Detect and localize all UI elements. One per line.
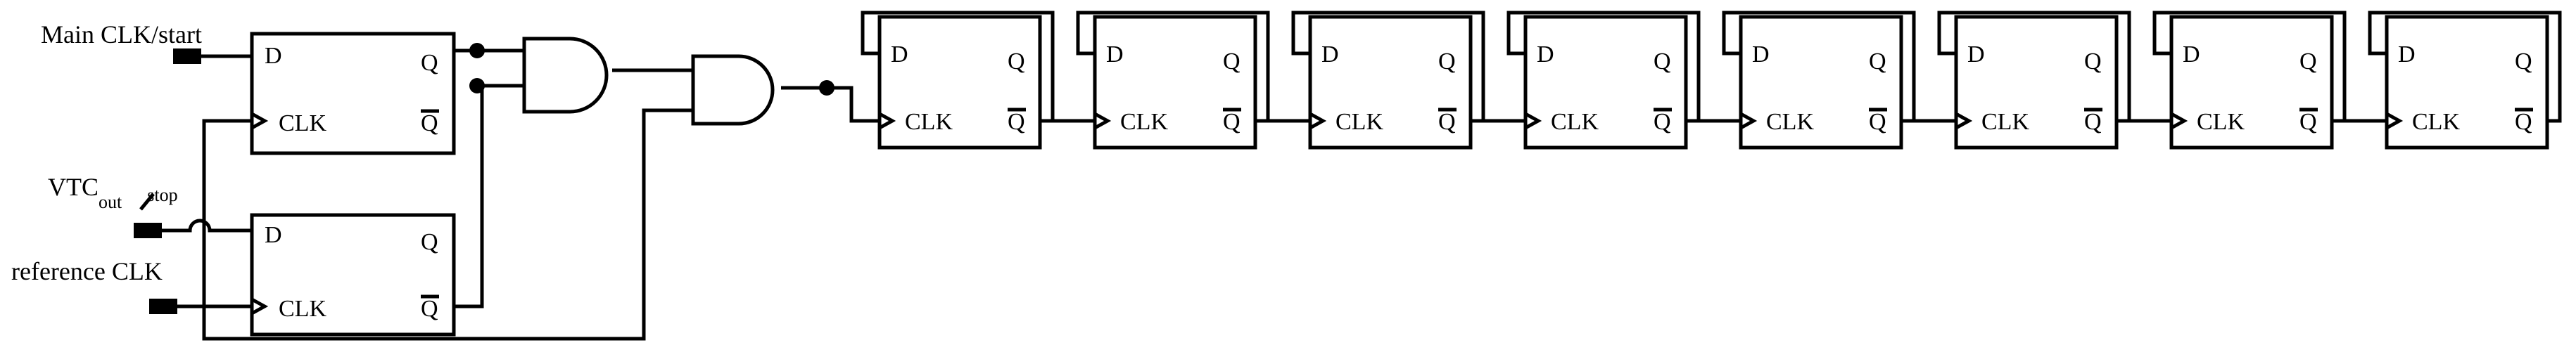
ff-clk-triangle: [250, 112, 269, 130]
junction-dot: [469, 78, 485, 93]
counter-ff-clk-label: CLK: [1335, 109, 1383, 135]
counter-ff-d-label: D: [891, 41, 908, 67]
counter-ff-qbar-label: Q: [1008, 109, 1025, 135]
junction-dot: [819, 80, 835, 96]
wire-vtc-ff2-d: [162, 219, 252, 233]
ff-q-label: Q: [421, 229, 438, 255]
wire-ff2-qbar-and1: [454, 84, 524, 308]
counter-ff-qbar-label: Q: [1438, 109, 1456, 135]
ff-d-label: D: [265, 43, 282, 69]
and-gate-2: [691, 54, 775, 126]
counter-feedback-wire: [2368, 11, 2562, 123]
counter-ff-d-label: D: [1537, 41, 1554, 67]
counter-ff-d-label: D: [1321, 41, 1339, 67]
counter-flipflop-5: [1739, 15, 1903, 150]
counter-flipflop-1: [877, 15, 1042, 150]
reference-clk-input-terminal: [149, 299, 177, 314]
flipflop-start: D Q CLK Q: [250, 32, 456, 155]
counter-ff-q-label: Q: [2515, 48, 2532, 74]
counter-ff-q-label: Q: [1654, 48, 1671, 74]
counter-ff-qbar-label: Q: [2515, 109, 2532, 135]
counter-ff-clk-triangle: [878, 112, 896, 130]
counter-feedback-wire: [1506, 11, 1701, 123]
vtc-stop-slash: [139, 193, 155, 211]
counter-ff-d-label: D: [2398, 41, 2416, 67]
counter-feedback-wire: [1076, 11, 1270, 123]
counter-ff-qbar-label: Q: [2299, 109, 2317, 135]
counter-ff-qbar-label: Q: [1869, 109, 1886, 135]
counter-ff-q-label: Q: [1438, 48, 1456, 74]
ff-qbar-label: Q: [421, 110, 438, 136]
counter-ff-clk-triangle: [1739, 112, 1758, 130]
counter-ff-qbar-label: Q: [2084, 109, 2102, 135]
counter-ff-clk-triangle: [1309, 112, 1327, 130]
counter-ff-clk-label: CLK: [1120, 109, 1168, 135]
counter-flipflop-2: [1093, 15, 1257, 150]
reference-clk-label: reference CLK: [11, 257, 163, 285]
counter-ff-clk-label: CLK: [1766, 109, 1814, 135]
counter-ff-clk-triangle: [1524, 112, 1542, 130]
counter-flipflop-8: [2385, 15, 2549, 150]
counter-ff-clk-triangle: [1093, 112, 1112, 130]
vtc-out-subscript: out: [99, 192, 122, 212]
main-clk-start-label: Main CLK/start: [41, 20, 202, 48]
vtc-input-terminal: [134, 223, 162, 238]
counter-flipflop-4: [1523, 15, 1688, 150]
flipflop-stop: D Q CLK Q: [250, 213, 456, 337]
counter-feedback-wire: [1291, 11, 1485, 123]
ff-q-label: Q: [421, 50, 438, 76]
counter-ff-q-label: Q: [1008, 48, 1025, 74]
counter-ff-q-label: Q: [1223, 48, 1241, 74]
counter-ff-clk-triangle: [2170, 112, 2188, 130]
junction-dot: [469, 43, 485, 58]
counter-flipflop-3: [1308, 15, 1473, 150]
counter-flipflop-7: [2169, 15, 2334, 150]
counter-flipflop-6: [1954, 15, 2119, 150]
counter-ff-clk-label: CLK: [2197, 109, 2245, 135]
counter-feedback-wire: [1722, 11, 1916, 123]
counter-ff-q-label: Q: [1869, 48, 1886, 74]
counter-ff-clk-label: CLK: [1981, 109, 2029, 135]
ff-clk-label: CLK: [279, 110, 326, 136]
counter-ff-q-label: Q: [2084, 48, 2102, 74]
counter-ff-qbar-label: Q: [1654, 109, 1671, 135]
counter-ff-d-label: D: [1752, 41, 1770, 67]
counter-ff-d-label: D: [1106, 41, 1124, 67]
ripple-counter-chain: D Q CLK Q D Q CLK Q D Q CLK Q D Q CLK Q D Q CLK Q D Q CLK Q D Q CL…: [861, 11, 2562, 150]
counter-ff-qbar-label: Q: [1223, 109, 1241, 135]
counter-ff-d-label: D: [1967, 41, 1985, 67]
ff-d-label: D: [265, 222, 282, 248]
counter-ff-clk-label: CLK: [1551, 109, 1599, 135]
wire-and2-ff3-clk: [781, 86, 880, 123]
ff-clk-triangle: [250, 297, 269, 316]
counter-ff-q-label: Q: [2299, 48, 2317, 74]
vtc-label: VTC: [48, 173, 99, 201]
and-gate-1: [522, 37, 609, 114]
counter-ff-clk-label: CLK: [905, 109, 953, 135]
ff-qbar-label: Q: [421, 296, 438, 322]
wire-ref-clk-ff1-clk-and2: [202, 108, 693, 341]
counter-ff-d-label: D: [2183, 41, 2200, 67]
counter-feedback-wire: [2152, 11, 2347, 123]
counter-ff-clk-label: CLK: [2412, 109, 2460, 135]
counter-ff-clk-triangle: [2385, 112, 2404, 130]
counter-feedback-wire: [861, 11, 1055, 123]
counter-ff-clk-triangle: [1955, 112, 1973, 130]
main-clk-input-terminal: [173, 48, 201, 64]
ff-clk-label: CLK: [279, 296, 326, 322]
counter-feedback-wire: [1937, 11, 2131, 123]
